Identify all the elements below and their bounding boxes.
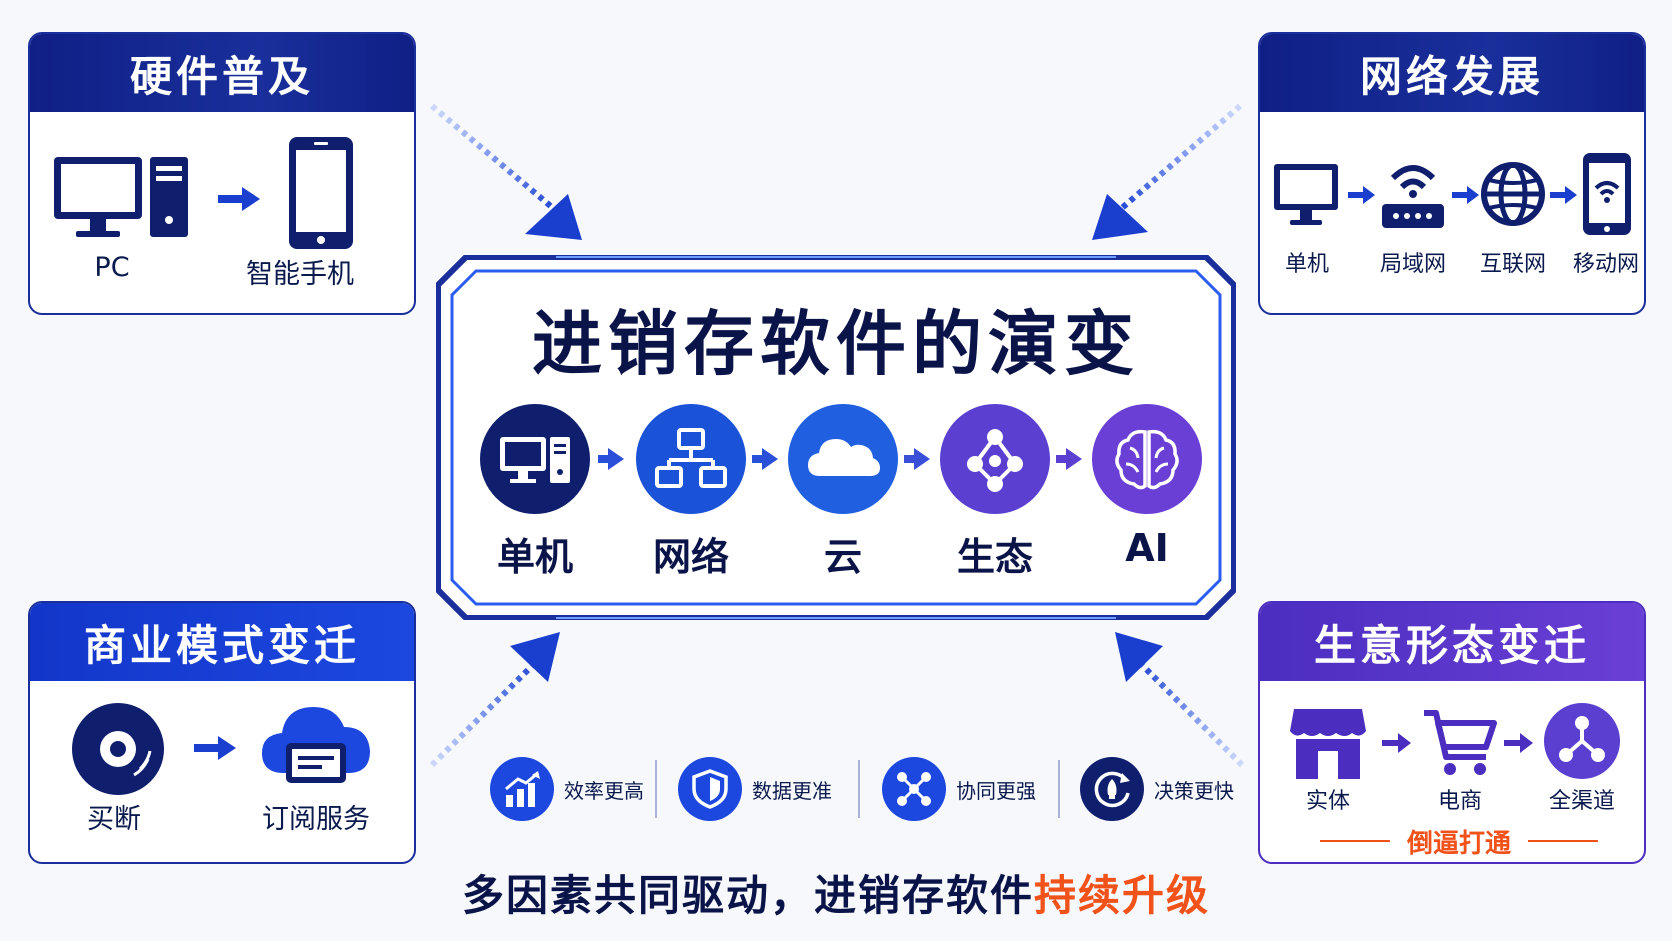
business-model-title: 商业模式变迁 <box>30 603 414 681</box>
arrow-right-icon <box>1504 733 1533 753</box>
omnichannel-nodes-icon <box>1544 703 1620 779</box>
stage-circle-ai <box>1092 404 1202 514</box>
arrow-right-icon <box>218 187 260 211</box>
stage-label-ecosystem: 生态 <box>956 535 1034 579</box>
desktop-computer-icon <box>500 437 570 483</box>
arrow-top-right <box>1092 103 1242 240</box>
arrow-bottom-left <box>429 632 560 768</box>
center-title: 进销存软件的演变 <box>532 303 1140 385</box>
benefit-divider <box>1058 760 1060 818</box>
stage-circle-standalone <box>480 404 590 514</box>
business-model-from-label: 买断 <box>87 804 141 835</box>
note-line-right <box>1528 840 1598 842</box>
footer-highlight: 持续升级 <box>1034 871 1211 920</box>
disc-icon <box>72 703 164 795</box>
business-form-step-3: 全渠道 <box>1548 789 1616 814</box>
note-line-left <box>1320 840 1390 842</box>
ecosystem-nodes-icon <box>967 429 1023 492</box>
business-form-box: 生意形态变迁 实体 电商 全渠道 <box>1258 601 1646 864</box>
arrow-right-icon <box>1452 186 1479 204</box>
network-step-3: 互联网 <box>1479 252 1547 277</box>
benefit-label: 协同更强 <box>956 778 1036 803</box>
stage-label-cloud: 云 <box>823 535 863 579</box>
stage-circle-cloud <box>788 404 898 514</box>
cloud-icon <box>808 439 880 476</box>
benefit-label: 决策更快 <box>1154 778 1234 803</box>
benefit-accuracy: 数据更准 <box>678 757 832 821</box>
bar-growth-icon <box>505 771 540 807</box>
hardware-title: 硬件普及 <box>30 34 414 112</box>
cloud-subscription-icon <box>262 707 370 783</box>
benefit-label: 效率更高 <box>564 778 644 803</box>
rocket-refresh-icon <box>1094 771 1130 808</box>
business-form-title: 生意形态变迁 <box>1260 603 1644 681</box>
stage-circle-network <box>636 404 746 514</box>
hardware-to-label: 智能手机 <box>246 259 354 290</box>
business-form-step-1: 实体 <box>1305 789 1351 814</box>
arrow-right-icon <box>1382 733 1411 753</box>
stage-circle-ecosystem <box>940 404 1050 514</box>
ai-brain-icon <box>1115 429 1179 490</box>
network-step-4: 移动网 <box>1572 252 1640 277</box>
wifi-router-icon <box>1382 165 1444 228</box>
stage-label-standalone: 单机 <box>496 535 574 579</box>
stage-label-network: 网络 <box>652 535 730 579</box>
shopping-cart-icon <box>1424 710 1497 775</box>
shield-check-icon <box>692 769 728 809</box>
arrow-top-left <box>430 103 582 240</box>
hardware-from-label: PC <box>94 252 130 283</box>
collaboration-nodes-icon <box>897 772 931 806</box>
arrow-right-icon <box>1348 186 1375 204</box>
business-form-step-2: 电商 <box>1437 789 1483 814</box>
network-step-2: 局域网 <box>1379 252 1447 277</box>
arrow-right-icon <box>194 736 236 760</box>
benefit-divider <box>655 760 657 818</box>
benefit-collaboration: 协同更强 <box>882 757 1036 821</box>
business-model-box: 商业模式变迁 买断 订阅服务 <box>28 601 416 864</box>
network-step-1: 单机 <box>1284 252 1330 277</box>
network-title: 网络发展 <box>1260 34 1644 112</box>
footer-prefix: 多因素共同驱动，进销存软件 <box>461 871 1034 920</box>
network-box: 网络发展 单机 局域网 互联网 移动网 <box>1258 32 1646 315</box>
benefit-efficiency: 效率更高 <box>490 757 644 821</box>
desktop-computer-icon <box>54 157 188 237</box>
business-form-note: 倒逼打通 <box>1406 829 1512 859</box>
stage-label-ai: AI <box>1125 526 1169 570</box>
benefit-decision: 决策更快 <box>1080 757 1234 821</box>
hardware-box: 硬件普及 PC 智能手机 <box>28 32 416 315</box>
benefit-label: 数据更准 <box>752 778 832 803</box>
benefit-divider <box>858 760 860 818</box>
business-model-to-label: 订阅服务 <box>262 804 370 835</box>
monitor-icon <box>1274 164 1338 225</box>
storefront-icon <box>1290 709 1366 779</box>
footer-line: 多因素共同驱动，进销存软件持续升级 <box>0 862 1672 923</box>
smartphone-icon <box>289 137 353 249</box>
globe-icon <box>1481 162 1545 226</box>
mobile-wifi-icon <box>1583 153 1631 235</box>
arrow-bottom-right <box>1115 632 1245 768</box>
arrow-right-icon <box>1550 186 1577 204</box>
network-topology-icon <box>655 428 727 488</box>
